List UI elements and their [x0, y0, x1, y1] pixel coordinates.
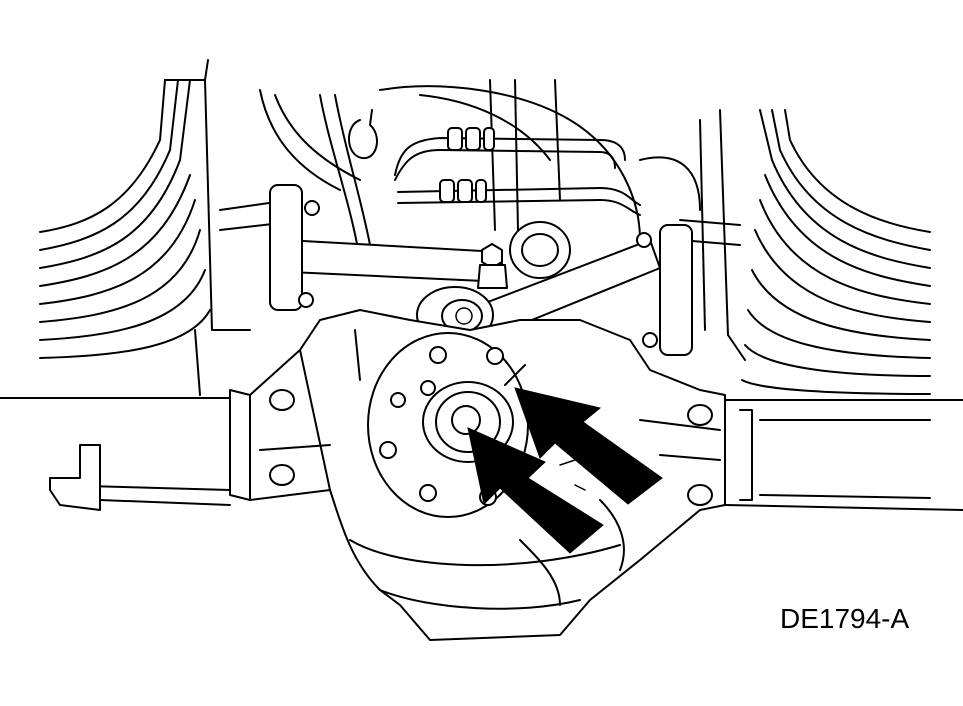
arrow-lower [467, 427, 604, 554]
figure-id-label: DE1794-A [780, 603, 910, 634]
indicator-arrows [467, 364, 663, 554]
axle-tubes [0, 397, 963, 511]
chassis-background [219, 79, 741, 261]
brake-lines [348, 109, 641, 216]
left-leaf-spring [39, 59, 251, 396]
arrow-upper [514, 387, 663, 505]
upper-control-arms [269, 184, 693, 356]
right-leaf-spring [699, 109, 931, 395]
